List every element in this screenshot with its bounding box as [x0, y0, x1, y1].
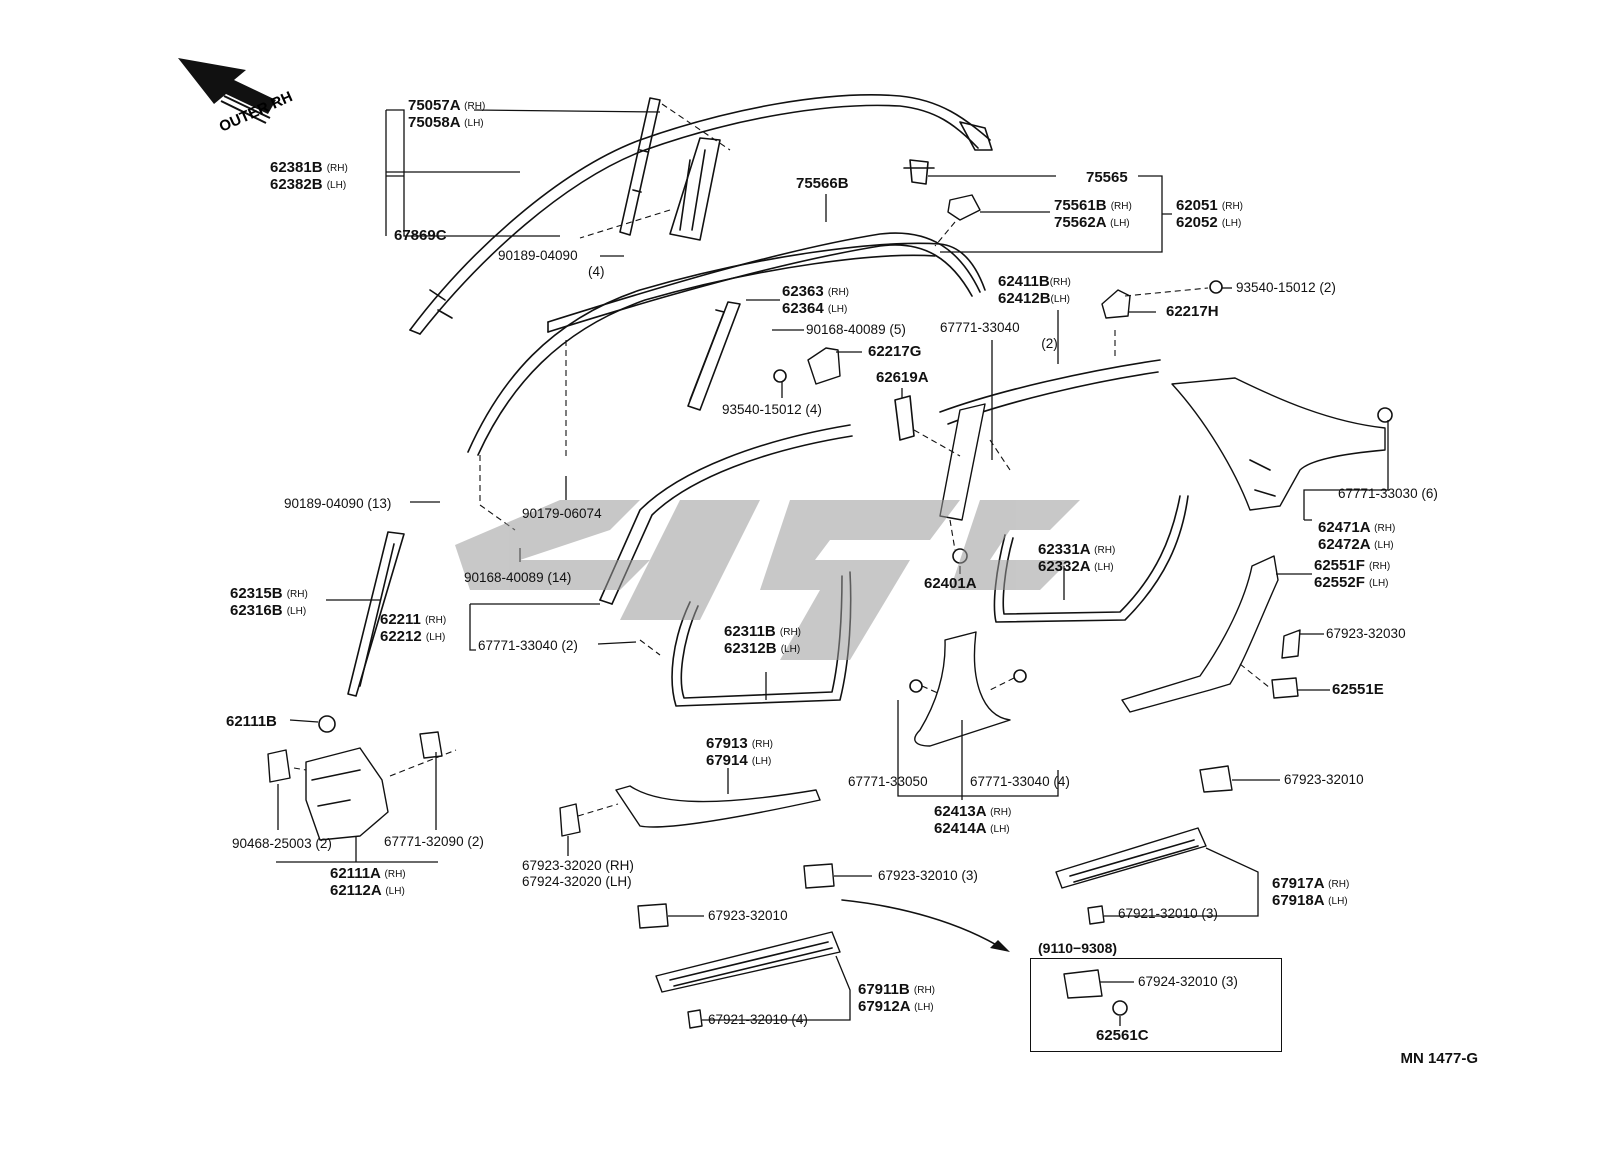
- roof-side-rail: [409, 94, 993, 335]
- center-pillar-upper-trim: [939, 330, 1161, 551]
- clip-67923-32010-right: [1199, 765, 1233, 793]
- part-label-62413A: 62413A (RH) 62414A (LH): [934, 803, 1012, 837]
- part-label-75566B: 75566B: [796, 175, 849, 192]
- part-label-62315B: 62315B (RH) 62316B (LH): [230, 585, 308, 619]
- front-pillar-garnish: [347, 531, 405, 697]
- part-label-67923-32020: 67923-32020 (RH)67924-32020 (LH): [522, 858, 634, 889]
- model-code: MN 1477-G: [1400, 1050, 1478, 1067]
- reference-arrow-icon: [841, 899, 1010, 952]
- part-label-93540-15012-4: 93540-15012 (4): [722, 402, 822, 417]
- part-label-90468-25003-2: 90468-25003 (2): [232, 836, 332, 851]
- clip-75565: [903, 159, 935, 185]
- part-label-67771-33050: 67771-33050: [848, 774, 928, 789]
- part-label-67923-32010-b: 67923-32010: [708, 908, 788, 923]
- part-label-67869C: 67869C: [394, 227, 447, 244]
- center-pillar-lower-trim: [909, 631, 1027, 747]
- part-label-67771-32090-2: 67771-32090 (2): [384, 834, 484, 849]
- part-label-62331A: 62331A (RH) 62332A (LH): [1038, 541, 1116, 575]
- range-box: [1030, 958, 1282, 1052]
- part-label-67921-32010-3: 67921-32010 (3): [1118, 906, 1218, 921]
- bracket-75561B: [934, 194, 981, 247]
- part-label-90189-04090-13: 90189-04090 (13): [284, 496, 392, 511]
- b-pillar-upper-garnish: [687, 301, 741, 411]
- cowl-side-trim: [267, 715, 457, 841]
- part-label-67911B: 67911B (RH) 67912A (LH): [858, 981, 935, 1015]
- hanger-62217H: [1101, 280, 1223, 319]
- part-label-62411B: 62411B(RH) 62412B(LH): [998, 273, 1071, 307]
- clip-67923-32010-lower-a: [803, 863, 835, 889]
- part-label-67917A: 67917A (RH) 67918A (LH): [1272, 875, 1350, 909]
- outer-rh-arrow-icon: [178, 58, 276, 124]
- part-label-90189-04090-4: 90189-04090 (4): [498, 248, 605, 279]
- quarter-trim-panel: [1171, 377, 1393, 511]
- part-label-75561B: 75561B (RH) 75562A (LH): [1054, 197, 1132, 231]
- front-pillar-bracket: [619, 97, 731, 236]
- part-label-67921-32010-4: 67921-32010 (4): [708, 1012, 808, 1027]
- hanger-62217G: [773, 347, 841, 385]
- part-label-90168-40089-5: 90168-40089 (5): [806, 322, 906, 337]
- clip-62561C: [1112, 1000, 1128, 1016]
- part-label-67771-33030-6: 67771-33030 (6): [1338, 486, 1438, 501]
- part-label-67924-32010-3: 67924-32010 (3): [1138, 974, 1238, 989]
- part-label-62551E: 62551E: [1332, 681, 1384, 698]
- part-label-62619A: 62619A: [876, 369, 929, 386]
- part-label-67913: 67913 (RH) 67914 (LH): [706, 735, 773, 769]
- front-scuff-plate-inner: [559, 785, 821, 837]
- part-label-62381B: 62381B (RH) 62382B (LH): [270, 159, 348, 193]
- part-label-67771-33040-2b: 67771-33040 (2): [478, 638, 578, 653]
- part-label-62561C: 62561C: [1096, 1027, 1149, 1044]
- leader-lines: [276, 109, 1389, 1026]
- part-label-62363: 62363 (RH) 62364 (LH): [782, 283, 849, 317]
- part-label-62401A: 62401A: [924, 575, 977, 592]
- part-label-67923-32030: 67923-32030: [1326, 626, 1406, 641]
- clip-62619A: [894, 395, 961, 457]
- front-scuff-plate: [655, 931, 841, 1029]
- clip-67924-32010: [1063, 969, 1103, 999]
- part-label-62311B: 62311B (RH) 62312B (LH): [724, 623, 801, 657]
- part-label-67923-32010-3: 67923-32010 (3): [878, 868, 978, 883]
- part-label-75565: 75565: [1086, 169, 1128, 186]
- a-pillar-inner: [579, 137, 721, 241]
- part-label-67771-33040-4: 67771-33040 (4): [970, 774, 1070, 789]
- range-label: (9110−9308): [1038, 940, 1118, 956]
- part-label-67771-33040-2a: 67771-33040 (2): [940, 320, 1058, 351]
- part-label-62217H: 62217H: [1166, 303, 1219, 320]
- part-label-62551F: 62551F (RH) 62552F (LH): [1314, 557, 1391, 591]
- front-door-opening-trim: [599, 424, 853, 656]
- part-label-62051: 62051 (RH) 62052 (LH): [1176, 197, 1243, 231]
- rear-pillar-lower-trim: [1121, 555, 1301, 713]
- part-label-75057A: 75057A (RH) 75058A (LH): [408, 97, 486, 131]
- part-label-62111B: 62111B: [226, 713, 277, 730]
- part-label-62217G: 62217G: [868, 343, 922, 360]
- part-label-62111A: 62111A (RH) 62112A (LH): [330, 865, 406, 899]
- clip-67923-32010-lower-b: [637, 903, 669, 929]
- part-label-93540-15012-2: 93540-15012 (2): [1236, 280, 1336, 295]
- part-label-90168-40089-14: 90168-40089 (14): [464, 570, 572, 585]
- part-label-90179-06074: 90179-06074: [522, 506, 602, 521]
- part-label-62211: 62211 (RH) 62212 (LH): [380, 611, 447, 645]
- part-label-67923-32010-a: 67923-32010: [1284, 772, 1364, 787]
- rear-scuff-plate: [1055, 827, 1207, 925]
- part-label-62471A: 62471A (RH) 62472A (LH): [1318, 519, 1396, 553]
